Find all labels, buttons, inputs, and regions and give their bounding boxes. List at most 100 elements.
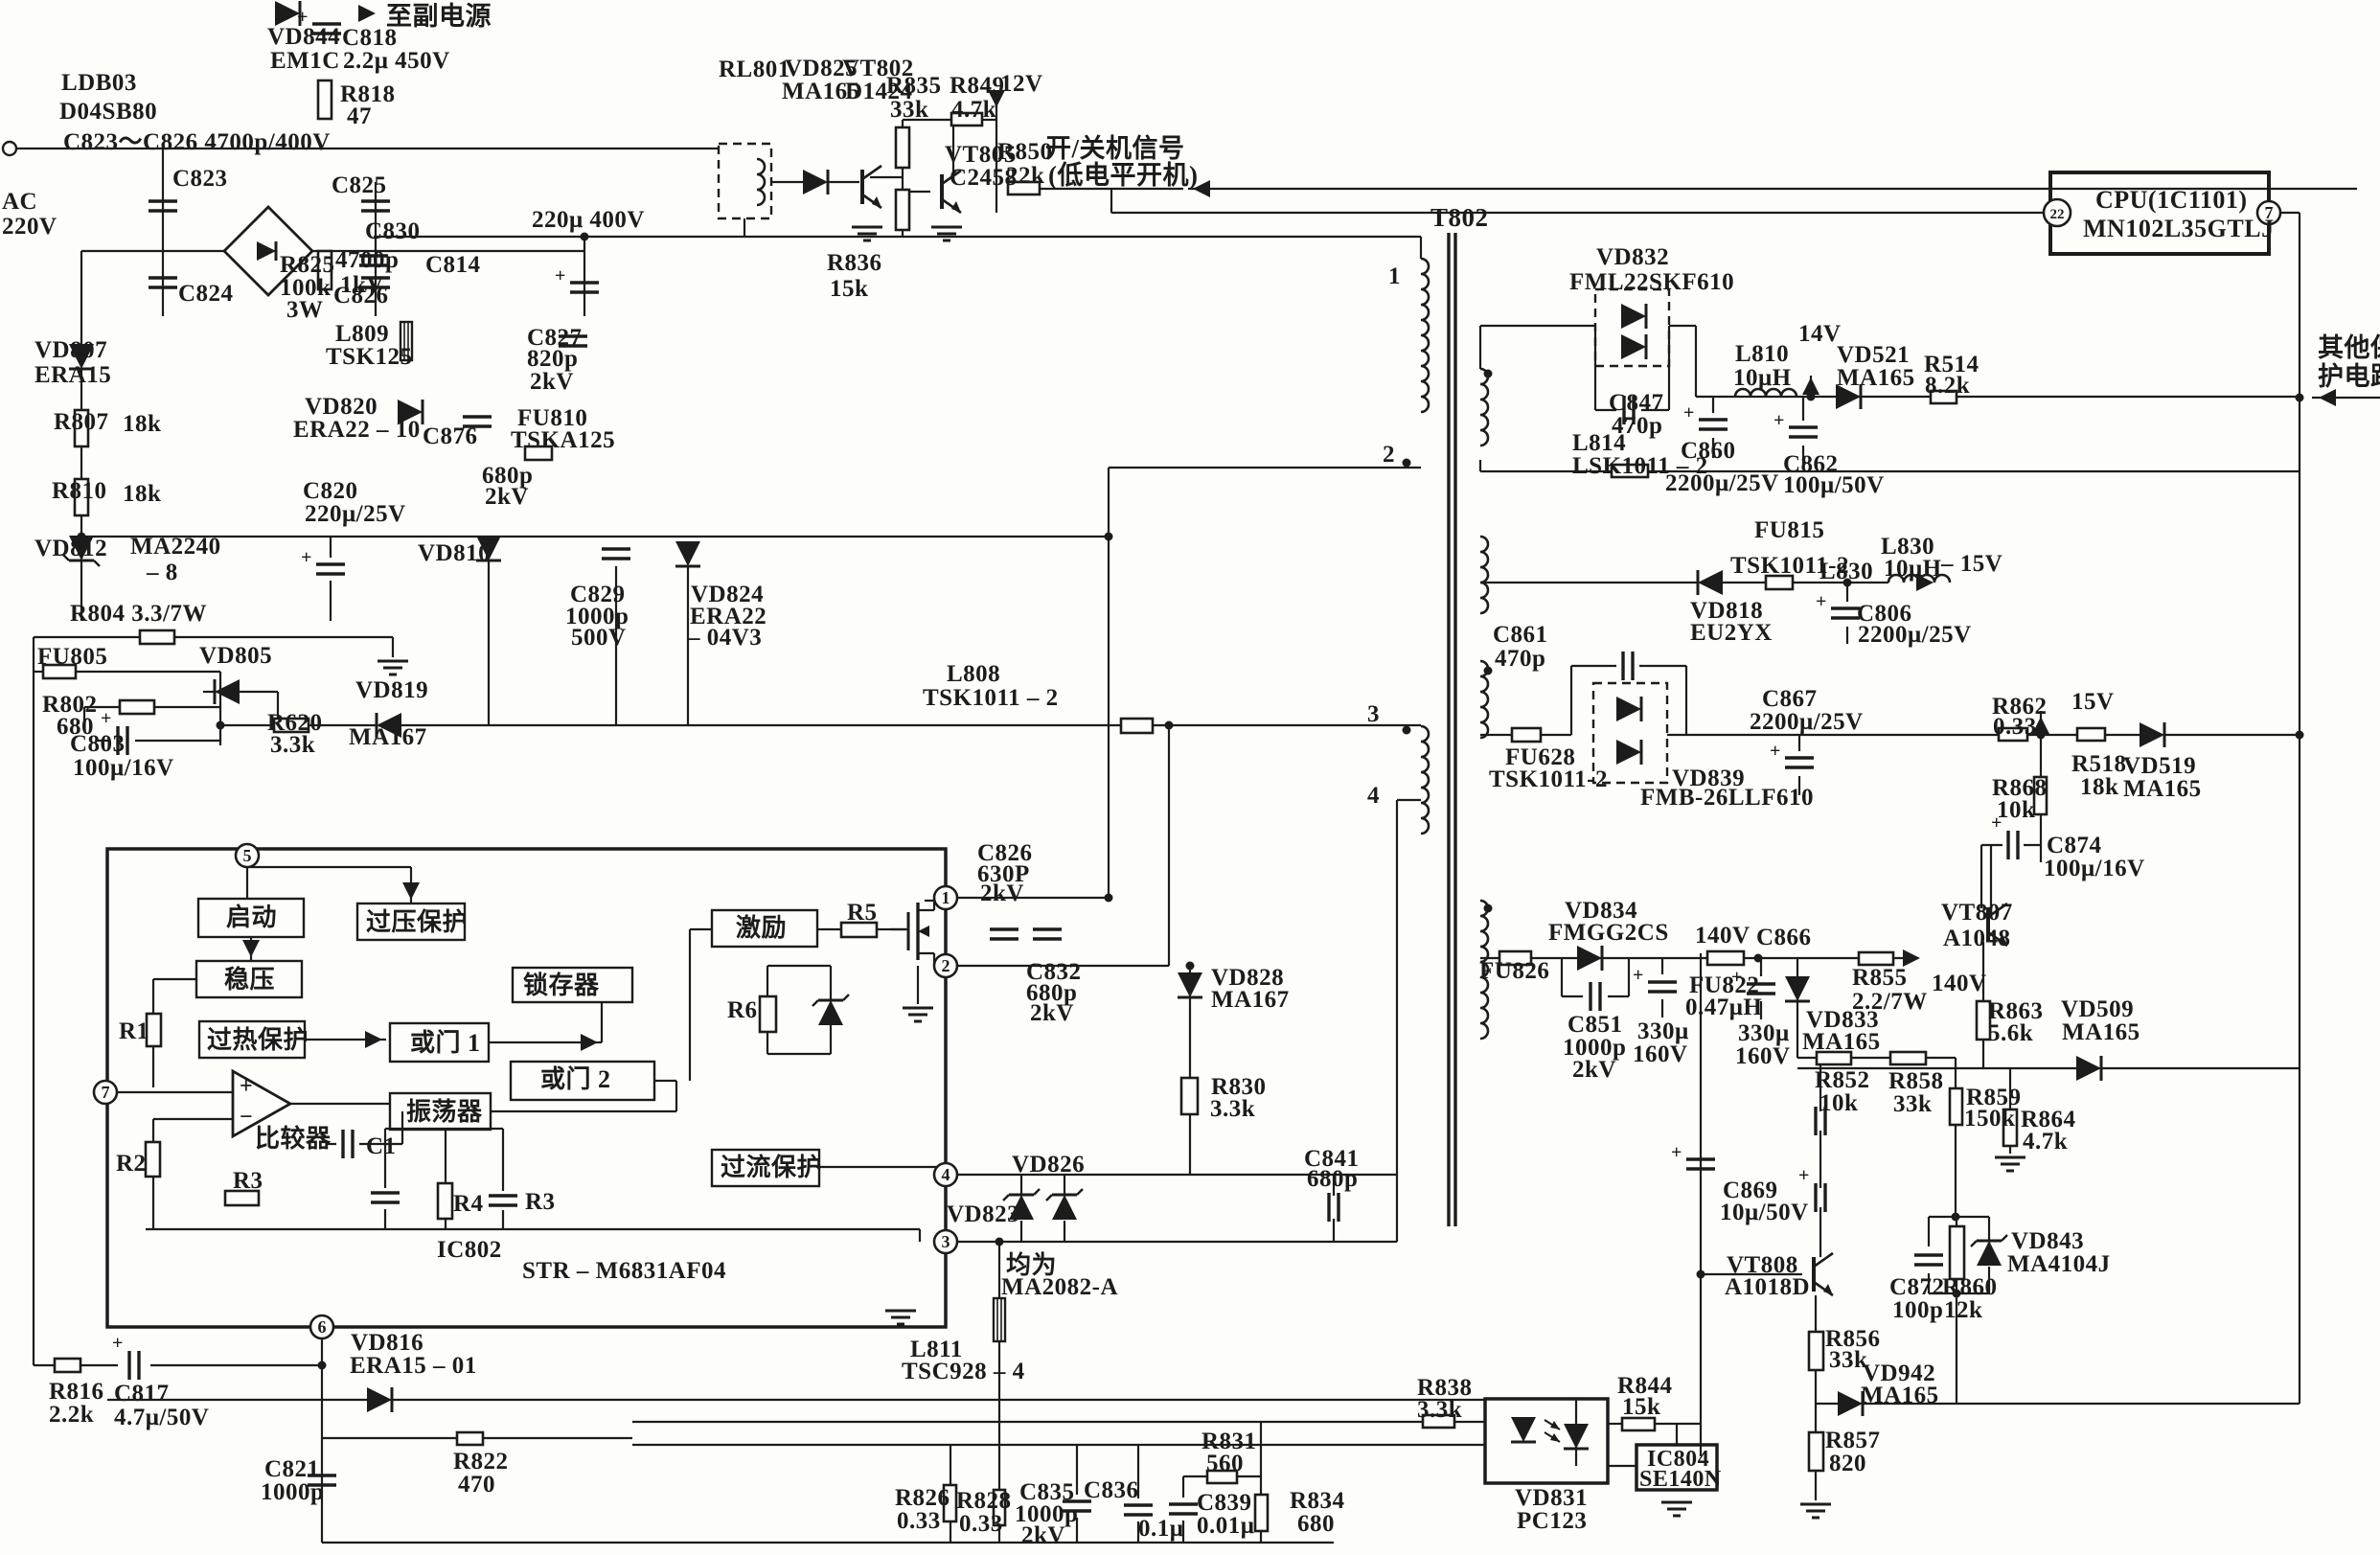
zener-diode-symbol xyxy=(818,1000,843,1025)
pin-number: 5 xyxy=(243,846,252,865)
flow-arrow xyxy=(2032,717,2049,734)
inductor-symbol xyxy=(1479,659,1490,740)
resistor-symbol xyxy=(138,629,176,646)
diode-symbol xyxy=(377,713,401,738)
junction-dot xyxy=(2295,730,2304,740)
mosfet-arrow xyxy=(918,926,929,937)
diode-symbol xyxy=(1511,1417,1536,1442)
resistor-symbol xyxy=(1815,1050,1853,1066)
diode-symbol xyxy=(1577,946,1602,971)
resistor-symbol xyxy=(2002,1108,2019,1148)
junction-dot xyxy=(2295,393,2304,402)
resistor-symbol xyxy=(942,1483,958,1523)
resistor-symbol xyxy=(523,445,554,462)
cap-plus: + xyxy=(101,708,111,729)
resistor-symbol xyxy=(41,663,78,680)
flow-arrow xyxy=(1916,574,1934,591)
cap-plus: + xyxy=(1816,591,1826,612)
resistor-symbol xyxy=(1253,1493,1270,1533)
opto-arrow xyxy=(1550,1433,1560,1442)
junction-dot xyxy=(1483,903,1493,913)
pin-circle xyxy=(932,1228,959,1255)
inductor-symbol xyxy=(1420,724,1430,835)
resistor-symbol xyxy=(2032,775,2048,816)
flow-arrow xyxy=(402,882,420,900)
resistor-symbol xyxy=(1119,717,1155,735)
resistor-symbol xyxy=(2075,726,2107,743)
pin-number: 4 xyxy=(942,1165,950,1184)
flow-arrow xyxy=(1193,180,1210,197)
flow-arrow xyxy=(988,90,1005,107)
wire xyxy=(1987,902,2008,919)
cap-plus: + xyxy=(1683,402,1694,423)
resistor-symbol xyxy=(1205,1469,1239,1485)
resistor-symbol xyxy=(144,1140,162,1178)
cap-plus: + xyxy=(301,547,311,568)
zener-diode-symbol xyxy=(1009,1195,1034,1220)
block-box xyxy=(710,1148,821,1188)
wire xyxy=(1970,1240,1978,1247)
junction-dot xyxy=(317,1361,327,1370)
dashed-box xyxy=(1591,681,1669,785)
resistor-symbol xyxy=(950,111,984,127)
diode-symbol xyxy=(367,1387,392,1412)
diode-symbol xyxy=(1838,1391,1863,1416)
opto-arrow xyxy=(1550,1421,1560,1429)
transistor-emitter-arrow xyxy=(872,196,881,208)
resistor-symbol xyxy=(145,1012,163,1048)
wire xyxy=(1045,1194,1053,1201)
pin-number: 1 xyxy=(942,888,950,907)
diode-symbol xyxy=(1616,697,1641,721)
zener-diode-symbol xyxy=(1977,1241,2002,1266)
wire xyxy=(812,999,819,1007)
diode-symbol xyxy=(398,400,423,424)
dashed-box xyxy=(1593,287,1671,368)
junction-dot xyxy=(1164,720,1174,730)
flow-arrow xyxy=(1903,949,1920,967)
diode-symbol xyxy=(2140,722,2164,747)
diode-symbol xyxy=(1698,570,1723,595)
resistor-symbol xyxy=(118,698,156,716)
inductor-symbol xyxy=(1420,257,1430,414)
resistor-symbol xyxy=(1620,1416,1657,1432)
cap-plus: + xyxy=(1633,965,1643,986)
resistor-symbol xyxy=(1997,726,2029,743)
junction-dot xyxy=(1952,1289,1961,1298)
wire xyxy=(842,994,850,1001)
resistor-symbol xyxy=(894,188,911,232)
block-box xyxy=(388,1021,491,1063)
pin-number: 6 xyxy=(318,1317,327,1337)
cap-plus: + xyxy=(1770,741,1780,762)
zener-diode-symbol xyxy=(1052,1195,1077,1220)
flow-arrow xyxy=(365,1031,382,1048)
resistor-symbol xyxy=(223,1189,261,1207)
wire xyxy=(2001,1234,2008,1242)
junction-dot xyxy=(1402,725,1411,735)
resistor-symbol xyxy=(272,717,310,734)
dashed-box xyxy=(717,142,773,220)
junction-dot xyxy=(580,232,589,241)
block-box xyxy=(2048,171,2271,256)
diode-symbol xyxy=(1621,334,1646,359)
transistor-emitter-arrow xyxy=(951,201,961,213)
junction-dot xyxy=(995,1237,1004,1246)
resistor-symbol xyxy=(1888,1050,1928,1066)
resistor-symbol xyxy=(1807,1430,1825,1473)
cap-plus: + xyxy=(1991,812,2002,834)
junction-dot xyxy=(1483,369,1493,378)
pin-circle xyxy=(932,884,959,911)
diode-symbol xyxy=(1564,1424,1589,1449)
resistor-symbol xyxy=(455,1430,485,1447)
transistor-emitter-arrow xyxy=(1998,934,2007,946)
bridge-diode xyxy=(257,241,276,261)
wire xyxy=(93,560,101,567)
inductor-symbol xyxy=(1479,899,1490,1040)
bridge-rectifier-symbol xyxy=(222,205,314,297)
pin-number: 3 xyxy=(942,1232,950,1251)
block-box xyxy=(355,902,467,942)
pin-circle xyxy=(932,952,959,979)
flow-arrow xyxy=(2319,389,2336,406)
resistor-symbol xyxy=(992,1488,1007,1527)
resistor-symbol xyxy=(316,79,333,121)
